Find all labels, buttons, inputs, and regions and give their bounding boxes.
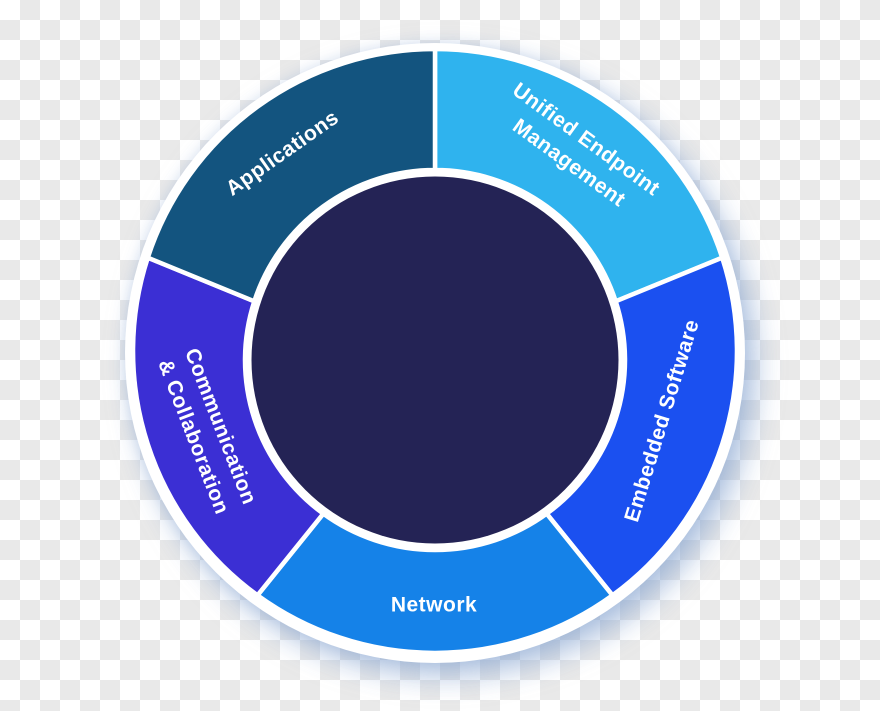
segment-label-network: Network (390, 593, 478, 617)
wheel-center-disc (251, 176, 619, 544)
segment-network (255, 511, 615, 656)
segment-embedded-software (544, 255, 740, 598)
segment-communication-collaboration (130, 255, 326, 598)
segment-applications (145, 46, 438, 304)
segment-unified-endpoint-management (432, 46, 725, 304)
